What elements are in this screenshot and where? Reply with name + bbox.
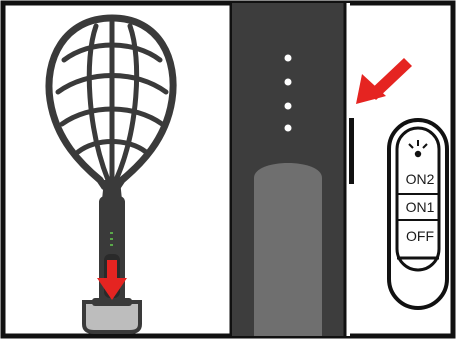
switch-label-on2: ON2 [405, 171, 435, 187]
racket-illustration [45, 14, 177, 306]
pointer-arrow-icon [356, 58, 412, 104]
side-switch-slot [349, 118, 354, 184]
switch-label-on1: ON1 [405, 199, 435, 215]
slide-switch [387, 118, 449, 310]
indicator-led [110, 232, 113, 246]
charging-base [82, 298, 142, 334]
indicator-lights [284, 54, 292, 132]
down-arrow-icon [97, 260, 127, 300]
switch-label-off: OFF [406, 228, 434, 244]
indicator-light-icon [408, 140, 428, 158]
handle-slot [254, 163, 322, 336]
